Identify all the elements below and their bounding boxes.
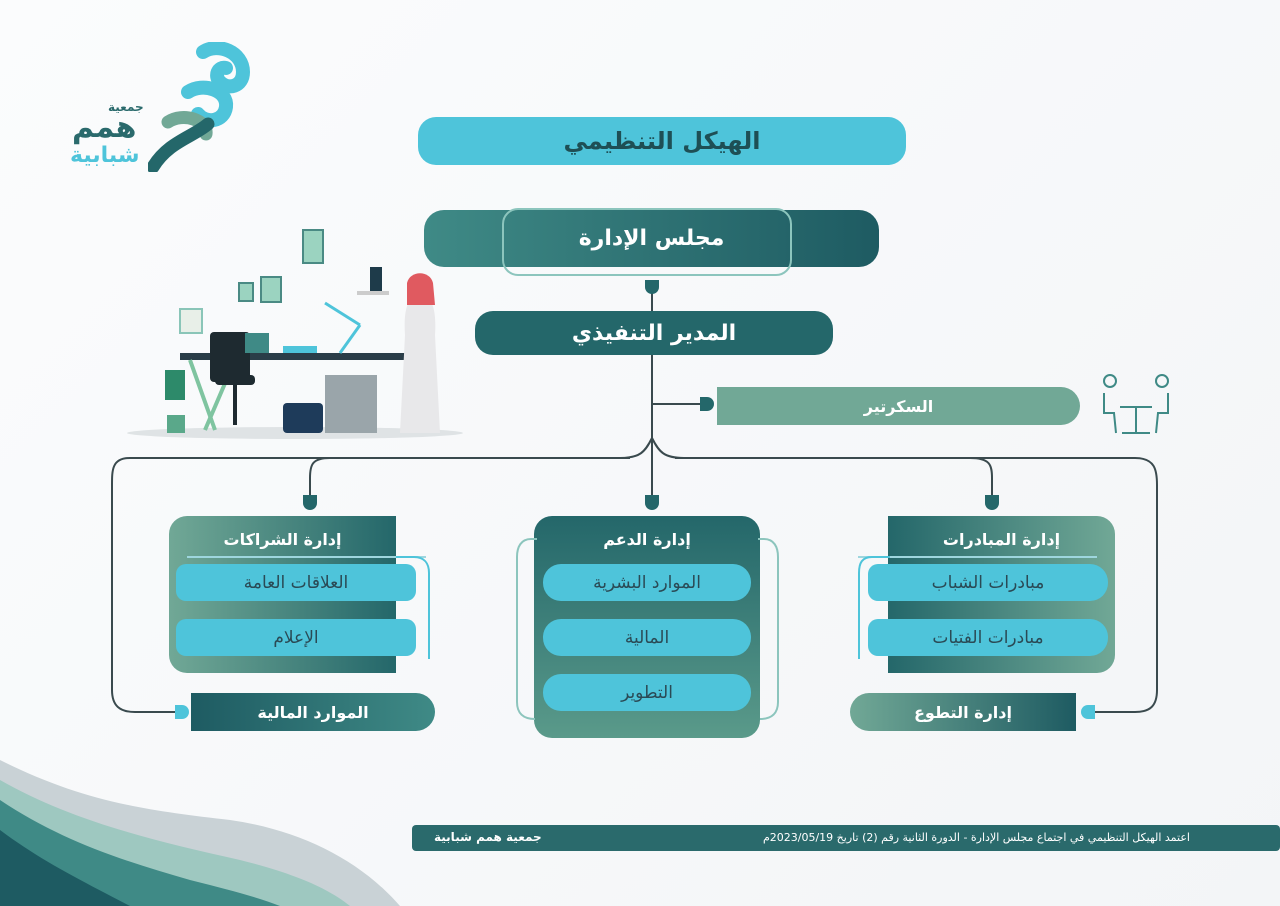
footer-bar: جمعية همم شبابية اعتمد الهيكل التنظيمي ف… — [412, 825, 1280, 851]
board-frame — [502, 208, 792, 276]
subunit-girls-initiatives: مبادرات الفتيات — [868, 619, 1108, 656]
subunit-youth-initiatives: مبادرات الشباب — [868, 564, 1108, 601]
logo-sub-text: شبابية — [70, 143, 140, 168]
footer-approval-note: اعتمد الهيكل التنظيمي في اجتماع مجلس الإ… — [762, 831, 1190, 844]
department-divider — [187, 556, 426, 558]
subunit-media: الإعلام — [176, 619, 416, 656]
department-bracket — [858, 556, 890, 659]
subunit-human-resources: الموارد البشرية — [543, 564, 751, 601]
board-of-directors-box: مجلس الإدارة — [424, 210, 879, 267]
office-illustration — [127, 229, 463, 439]
page-title: الهيكل التنظيمي — [418, 117, 906, 165]
subunit-development: التطوير — [543, 674, 751, 711]
department-bracket — [516, 538, 779, 720]
logo-small-text: جمعية — [108, 100, 144, 114]
secretary-box: السكرتير — [717, 387, 1080, 425]
financial-resources-box: الموارد المالية — [191, 693, 435, 731]
department-title: إدارة الدعم — [603, 530, 691, 549]
meeting-icon — [1103, 374, 1169, 434]
executive-director-box: المدير التنفيذي — [475, 311, 833, 355]
footer-org-name: جمعية همم شبابية — [434, 830, 542, 844]
subunit-finance: المالية — [543, 619, 751, 656]
logo-mark-icon — [148, 42, 251, 172]
department-title: إدارة المبادرات — [942, 530, 1061, 549]
volunteering-box: إدارة التطوع — [850, 693, 1076, 731]
department-bracket — [396, 556, 430, 659]
department-divider — [858, 556, 1097, 558]
department-title: إدارة الشراكات — [223, 530, 342, 549]
decorative-swoosh — [0, 760, 400, 906]
logo-main-text: همم — [72, 110, 137, 145]
subunit-public-relations: العلاقات العامة — [176, 564, 416, 601]
